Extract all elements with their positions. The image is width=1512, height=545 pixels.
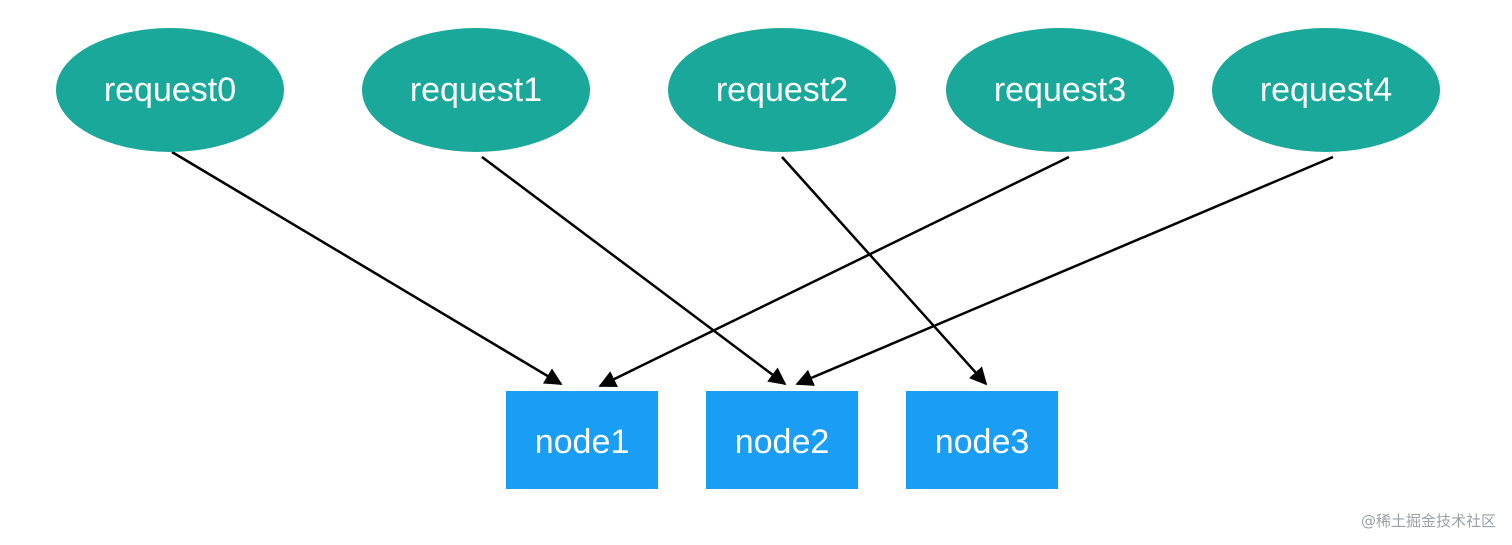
node-box — [906, 391, 1058, 489]
request-node-r0: request0 — [56, 28, 284, 152]
requests-layer: request0 request1 request2 request3 request4 — [56, 28, 1440, 152]
request-ellipse — [56, 28, 284, 152]
request-ellipse — [946, 28, 1174, 152]
server-node-n3: node3 — [906, 391, 1058, 489]
watermark: @稀土掘金技术社区 — [1360, 512, 1496, 530]
request-node-r1: request1 — [362, 28, 590, 152]
nodes-layer: node1 node2 node3 — [506, 391, 1058, 489]
node-box — [706, 391, 858, 489]
server-node-n1: node1 — [506, 391, 658, 489]
arrow-r4-to-n2 — [795, 155, 1334, 386]
request-node-r4: request4 — [1212, 28, 1440, 152]
arrow-r1-to-n2 — [481, 155, 787, 386]
edges-layer — [171, 150, 1334, 388]
node-label: node2 — [735, 423, 830, 461]
request-node-r3: request3 — [946, 28, 1174, 152]
request-node-r2: request2 — [668, 28, 896, 152]
arrow-r2-to-n3 — [781, 156, 988, 386]
arrow-r0-to-n1 — [171, 150, 563, 386]
request-label: request2 — [716, 71, 848, 109]
server-node-n2: node2 — [706, 391, 858, 489]
node-box — [506, 391, 658, 489]
request-label: request1 — [410, 71, 542, 109]
request-label: request4 — [1260, 71, 1392, 109]
request-label: request3 — [994, 71, 1126, 109]
request-label: request0 — [104, 71, 236, 109]
request-ellipse — [668, 28, 896, 152]
node-label: node1 — [535, 423, 630, 461]
request-ellipse — [1212, 28, 1440, 152]
node-label: node3 — [935, 423, 1030, 461]
request-ellipse — [362, 28, 590, 152]
arrow-r3-to-n1 — [598, 155, 1070, 388]
